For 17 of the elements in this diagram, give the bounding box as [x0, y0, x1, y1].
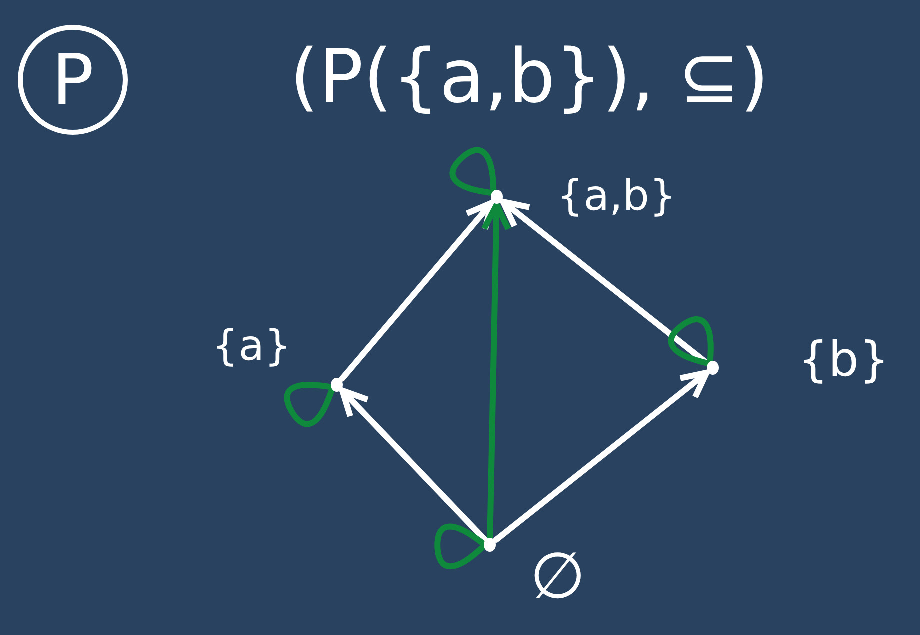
point-dot — [331, 378, 343, 392]
loop-line — [450, 147, 497, 196]
point-dot — [707, 361, 719, 375]
arrow — [493, 370, 710, 544]
set-label: {a,b} — [557, 175, 676, 217]
set-label: {b} — [798, 336, 890, 384]
set-label: ∅ — [530, 545, 586, 609]
circled-label: P — [18, 25, 128, 135]
point-dot — [484, 538, 496, 552]
set-label: {a} — [212, 325, 292, 367]
arrow — [340, 388, 488, 542]
arrow — [339, 200, 495, 382]
loop-line — [284, 382, 335, 428]
loop-line — [434, 524, 486, 570]
loop-line — [668, 316, 714, 366]
title: (P({a,b}), ⊆) — [290, 40, 770, 114]
arrow — [481, 202, 512, 540]
